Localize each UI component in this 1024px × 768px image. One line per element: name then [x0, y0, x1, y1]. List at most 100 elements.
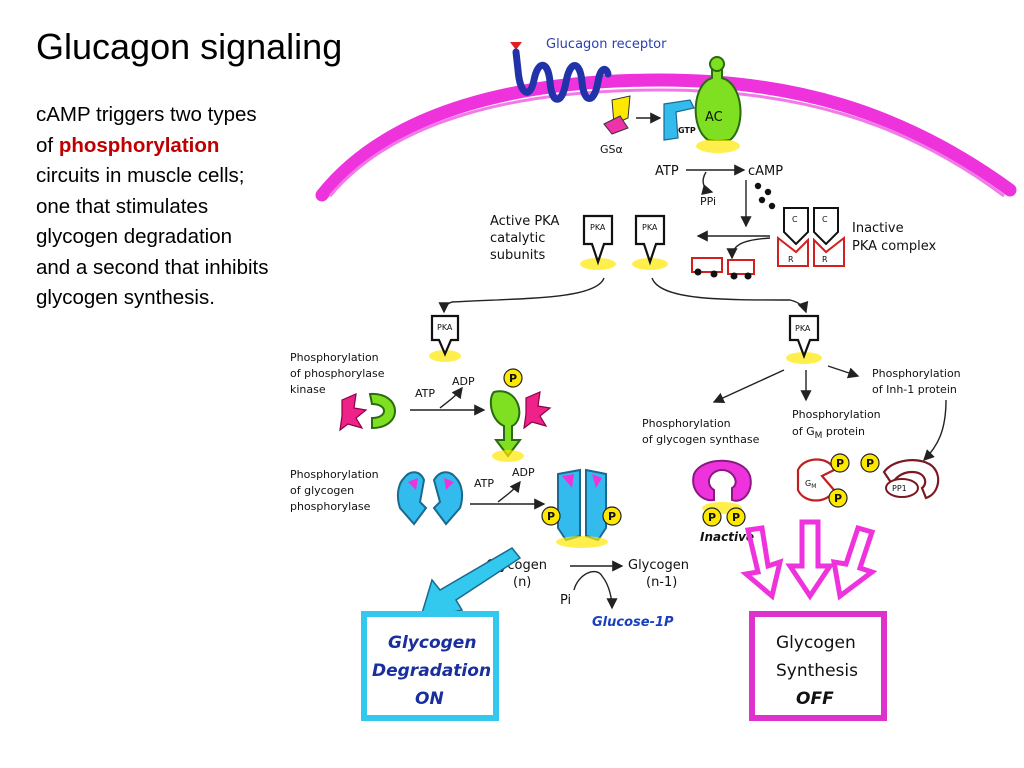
- glycogen-synthase-inactive-icon: P P: [692, 459, 752, 527]
- branch-left-arrow: [438, 277, 605, 314]
- synthesis-label-1: Glycogen: [776, 633, 856, 653]
- cell-membrane-inner: [328, 88, 1005, 198]
- synthesis-box: [749, 611, 887, 721]
- svg-text:PP1: PP1: [892, 484, 907, 493]
- pka-left-icon: PKA: [429, 314, 461, 362]
- pi-curve: [573, 571, 618, 610]
- glucagon-receptor-icon: [512, 48, 612, 103]
- svg-text:R: R: [822, 255, 828, 264]
- degradation-box: [361, 611, 499, 721]
- free-r-subunits-icon: [691, 257, 755, 280]
- glycogen-phosphorylase-active-icon: P P: [541, 468, 622, 548]
- body-highlight: phosphorylation: [58, 133, 220, 157]
- adp-left-2-curve: [497, 480, 521, 503]
- ppi-arrow: [701, 171, 714, 196]
- degradation-label-1: Glycogen: [388, 633, 476, 653]
- pka-right-icon: PKA: [786, 314, 822, 364]
- pka-to-inh1-arrow: [827, 365, 860, 379]
- adp-left-1-curve: [439, 386, 463, 409]
- phos-inh1-label-1: Phosphorylation: [872, 367, 961, 380]
- glucose-1p-label: Glucose-1P: [592, 615, 674, 630]
- ac-knob-icon: [709, 56, 725, 72]
- ppi-label: PPi: [700, 195, 716, 208]
- svg-text:P: P: [509, 372, 517, 385]
- synthesis-arrow-2: [785, 519, 835, 601]
- phos-kinase-label-3: kinase: [290, 383, 326, 396]
- inactive-pka-label-2: PKA complex: [852, 239, 937, 254]
- phos-gp-label-1: Phosphorylation: [290, 468, 379, 481]
- svg-text:P: P: [708, 511, 716, 524]
- phosphorylase-kinase-inactive-icon: [339, 392, 396, 432]
- adp-left-1-label: ADP: [452, 375, 475, 388]
- svg-text:P: P: [836, 457, 844, 470]
- pka-to-synthase-arrow: [712, 369, 785, 404]
- gm-protein-icon: GM P P P: [796, 453, 880, 508]
- atp-top-label: ATP: [655, 164, 679, 179]
- gsa-active-icon: [663, 99, 695, 141]
- glycogen-n-label-2: (n): [513, 575, 531, 590]
- gsa-icon: [611, 95, 631, 125]
- camp-dot-icon: [754, 182, 762, 190]
- ac-label: AC: [705, 110, 723, 125]
- svg-text:C: C: [792, 215, 798, 224]
- svg-text:PKA: PKA: [642, 223, 658, 232]
- svg-text:P: P: [866, 457, 874, 470]
- svg-text:P: P: [608, 510, 616, 523]
- glycogen-n1-label-2: (n-1): [646, 575, 677, 590]
- inactive-pka-label-1: Inactive: [852, 221, 904, 236]
- pp1-icon: PP1: [882, 459, 940, 500]
- phos-gp-label-3: phosphorylase: [290, 500, 371, 513]
- branch-right-arrow: [651, 277, 809, 314]
- synthesis-arrow-3: [830, 524, 878, 601]
- adp-left-2-label: ADP: [512, 466, 535, 479]
- phos-kinase-label-1: Phosphorylation: [290, 351, 379, 364]
- adenylate-cyclase-icon: [694, 61, 742, 141]
- degradation-big-arrow: [418, 547, 522, 622]
- pi-label: Pi: [560, 593, 571, 608]
- gsa-label: GSα: [600, 143, 623, 156]
- glycogen-n1-label-1: Glycogen: [628, 558, 689, 573]
- pka-active-2-icon: PKA: [632, 214, 668, 270]
- ac-phosphate-glow: [696, 139, 740, 153]
- r-release-arrow: [726, 237, 771, 260]
- phos-gm-label-1: Phosphorylation: [792, 408, 881, 421]
- svg-text:R: R: [788, 255, 794, 264]
- phos-inh1-label-2: of Inh-1 protein: [872, 383, 957, 396]
- body-text: cAMP triggers two types of phosphorylati…: [36, 100, 271, 314]
- receptor-label: Glucagon receptor: [546, 37, 667, 52]
- phos-kinase-label-2: of phosphorylase: [290, 367, 385, 380]
- svg-text:C: C: [822, 215, 828, 224]
- camp-dot-icon: [758, 196, 766, 204]
- svg-text:P: P: [732, 511, 740, 524]
- phos-gs-label-2: of glycogen synthase: [642, 433, 760, 446]
- body-line-1: cAMP triggers two types of: [36, 103, 257, 157]
- inh1-to-pp1-arrow: [923, 399, 947, 461]
- svg-text:GM: GM: [805, 479, 816, 490]
- camp-dot-icon: [768, 202, 776, 210]
- svg-text:PKA: PKA: [795, 324, 811, 333]
- phos-gs-label-1: Phosphorylation: [642, 417, 731, 430]
- body-line-2: circuits in muscle cells; one that stimu…: [36, 164, 269, 309]
- degradation-label-3: ON: [415, 689, 444, 709]
- camp-dot-icon: [764, 188, 772, 196]
- synthesis-arrow-1: [740, 525, 784, 601]
- svg-text:P: P: [547, 510, 555, 523]
- gtp-label: GTP: [678, 126, 696, 135]
- svg-text:PKA: PKA: [437, 323, 453, 332]
- synthesis-label-2: Synthesis: [776, 661, 858, 681]
- inactive-pka-complex-icon: C C R R: [777, 207, 845, 267]
- pka-active-1-icon: PKA: [580, 214, 616, 270]
- synthesis-label-3: OFF: [796, 689, 834, 709]
- degradation-label-2: Degradation: [372, 661, 491, 681]
- cell-membrane: [315, 73, 1017, 202]
- gsa-ribbon-icon: [603, 115, 629, 135]
- svg-text:P: P: [834, 492, 842, 505]
- phos-gm-label-2: of GM protein: [792, 425, 865, 441]
- svg-text:PKA: PKA: [590, 223, 606, 232]
- receptor-pointer-icon: [510, 42, 522, 50]
- active-pka-label-1: Active PKA: [490, 214, 559, 229]
- atp-left-1-label: ATP: [415, 387, 435, 400]
- active-pka-label-2: catalytic: [490, 231, 545, 246]
- glycogen-phosphorylase-inactive-icon: [396, 471, 464, 526]
